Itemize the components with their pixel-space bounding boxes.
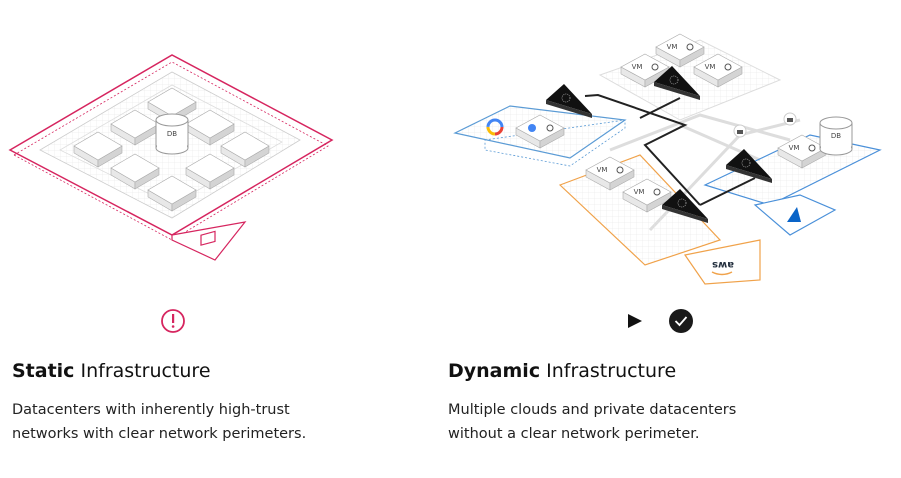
static-infrastructure-title: Static Infrastructure [12, 360, 211, 382]
timeline [12, 309, 693, 333]
vm-box: VM [693, 53, 743, 88]
description-line: networks with clear network perimeters. [12, 426, 307, 442]
db-label: DB [831, 132, 841, 140]
datacenter-tag [171, 221, 247, 261]
vm-box: VM [622, 178, 672, 213]
gcp-vm-box [515, 114, 565, 149]
gcp-logo-icon [486, 118, 504, 136]
db-cylinder: DB [819, 116, 853, 156]
gateway-triangle-icon [546, 84, 592, 118]
secure-connection-path [584, 93, 756, 206]
dynamic-infrastructure-description: Multiple clouds and private datacenters … [448, 398, 736, 446]
db-label: DB [167, 130, 177, 138]
title-rest: Infrastructure [540, 360, 677, 382]
description-line: Datacenters with inherently high-trust [12, 402, 290, 418]
dynamic-infrastructure-title: Dynamic Infrastructure [448, 360, 676, 382]
lock-node-icon [783, 112, 797, 126]
static-datacenter: DB [8, 54, 334, 261]
aws-logo: aws [712, 259, 734, 270]
aws-tag [683, 239, 761, 285]
checkmark-icon [669, 309, 693, 333]
description-line: without a clear network perimeter. [448, 426, 700, 442]
vm-label: VM [789, 144, 800, 152]
lock-icon [808, 144, 816, 152]
vm-box: VM [655, 33, 705, 68]
kubernetes-icon [528, 124, 536, 132]
dynamic-multicloud: aws VM VM VM VM VM VM DB [453, 33, 882, 285]
vm-label: VM [597, 166, 608, 174]
lock-icon [724, 63, 732, 71]
vm-box: VM [585, 156, 635, 191]
vm-label: VM [634, 188, 645, 196]
server-box [110, 109, 160, 146]
static-infrastructure-description: Datacenters with inherently high-trust n… [12, 398, 306, 446]
gateway-triangle-icon [654, 66, 700, 100]
server-box [220, 131, 270, 168]
server-icon [200, 230, 216, 246]
vm-label: VM [632, 63, 643, 71]
server-box [185, 153, 235, 190]
vm-box: VM [620, 53, 670, 88]
lock-icon [651, 63, 659, 71]
server-box [185, 109, 235, 146]
server-box [73, 131, 123, 168]
vm-label: VM [705, 63, 716, 71]
azure-logo-icon [787, 207, 801, 222]
vm-label: VM [667, 43, 678, 51]
server-box [147, 175, 197, 212]
description-line: Multiple clouds and private datacenters [448, 402, 737, 418]
lock-icon [546, 124, 554, 132]
lock-icon [653, 188, 661, 196]
lock-icon [616, 166, 624, 174]
lock-node-icon [733, 124, 747, 138]
db-cylinder: DB [155, 113, 189, 155]
warning-exclamation-icon [161, 309, 185, 333]
gateway-triangle-icon [662, 189, 708, 223]
title-rest: Infrastructure [74, 360, 211, 382]
gateway-triangle-icon [726, 149, 772, 183]
title-bold: Static [12, 360, 75, 382]
title-bold: Dynamic [448, 360, 541, 382]
lock-icon [686, 43, 694, 51]
vm-box: VM [777, 134, 827, 169]
arrow-head-icon [628, 314, 642, 328]
server-box [110, 153, 160, 190]
